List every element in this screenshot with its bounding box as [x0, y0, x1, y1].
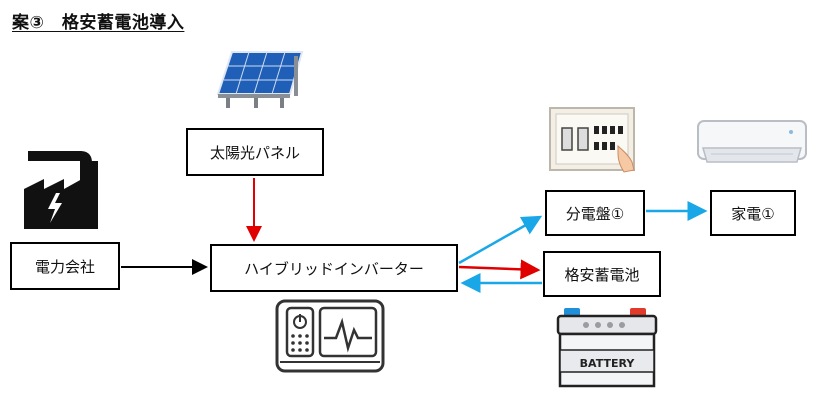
- battery-label: BATTERY: [580, 357, 636, 370]
- node-power-company: 電力会社: [10, 242, 120, 290]
- node-battery: 格安蓄電池: [543, 251, 661, 297]
- arrow-inverter-to-board: [458, 215, 543, 265]
- breaker-panel-icon: [549, 107, 635, 173]
- air-conditioner-icon: [697, 120, 807, 163]
- inverter-icon: [275, 299, 385, 373]
- node-appliance: 家電①: [710, 190, 796, 236]
- car-battery-icon: BATTERY: [556, 308, 658, 388]
- node-inverter: ハイブリッドインバーター: [210, 244, 458, 292]
- arrow-inverter-to-battery: [458, 259, 541, 280]
- factory-icon: [24, 151, 98, 229]
- page-title: 案③ 格安蓄電池導入: [12, 13, 185, 33]
- node-solar-panel: 太陽光パネル: [186, 128, 324, 176]
- node-distribution-board: 分電盤①: [545, 190, 645, 236]
- solar-panel-icon: [216, 51, 304, 108]
